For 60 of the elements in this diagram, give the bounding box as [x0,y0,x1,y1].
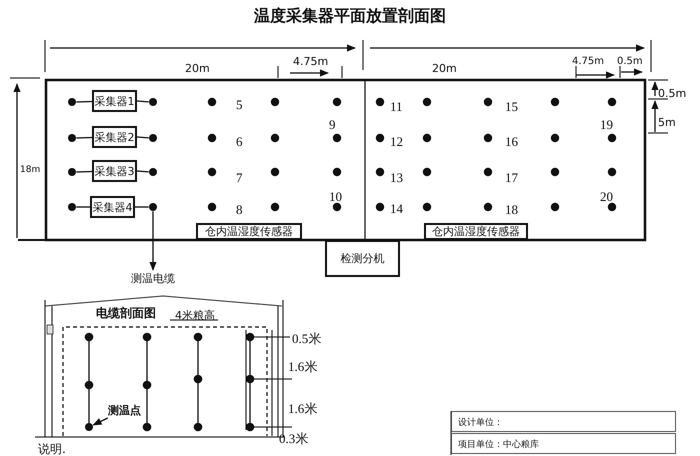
point-number: 16 [505,134,518,150]
note-label: 说明. [38,441,66,456]
table-cell: 设计单位： [451,411,676,432]
cable-line [136,100,149,103]
dimension-label: 0.5m [617,56,643,67]
cable-line [76,170,92,173]
point-number: 6 [236,134,242,150]
point-number: 12 [390,134,403,150]
arrow [149,211,157,271]
dimension-label: 4.75m [572,56,604,67]
point-number: 9 [329,117,336,133]
dimension-label: 18m [20,165,40,175]
sensor-dot [148,168,158,176]
cable-line [135,206,149,208]
sensor-box: 仓内温湿度传感器 [196,223,302,240]
sensor-dot [148,134,158,142]
sensor-dot [68,134,76,142]
point-number: 14 [390,201,403,217]
sensor-dot [68,168,76,176]
point-number: 8 [236,202,242,218]
leader-label: 测温点 [102,402,147,418]
sensor-dot [68,98,76,106]
dimension-label: 1.6米 [288,400,318,418]
cable-line [76,100,92,103]
point-number: 15 [505,99,518,115]
dimension-label: 0.5m [658,87,686,100]
point-number: 10 [329,189,342,205]
sensor-dot [84,422,94,432]
sensor-dot [148,202,158,212]
point-number: 17 [505,170,518,186]
sensor-dot [148,98,158,106]
point-number: 13 [390,170,403,186]
table-cell: 项目单位：中心粮库 [451,433,676,454]
cable-line [136,170,149,173]
leader-line [92,417,108,426]
point-number: 19 [600,117,613,133]
point-number: 20 [600,189,613,205]
collector-box: 采集器2 [92,126,137,148]
cable-line [76,136,92,139]
dimension-label: 20m [432,62,457,75]
point-number: 7 [236,170,242,186]
sub-station-box: 检测分机 [325,240,400,277]
title: 温度采集器平面放置剖面图 [253,6,447,27]
point-number: 11 [390,99,403,115]
dimension-label: 4.75m [293,55,328,68]
point-number: 18 [505,202,518,218]
collector-box: 采集器4 [90,196,135,218]
dimension-label: 5m [658,116,676,129]
point-number: 5 [236,97,242,113]
cable-label: 测温电缆 [115,270,191,286]
dimension-label: 1.6米 [288,358,318,376]
collector-box: 采集器3 [92,160,137,182]
dimension-label: 0.5米 [292,330,322,348]
collector-box: 采集器1 [92,90,137,112]
section-title: 电缆剖面图 [96,305,156,322]
cable-line [136,136,149,139]
sensor-dot [68,202,76,212]
sensor-box: 仓内温湿度传感器 [424,223,528,240]
cable-line [76,206,90,208]
dimension-label: 20m [185,62,210,75]
